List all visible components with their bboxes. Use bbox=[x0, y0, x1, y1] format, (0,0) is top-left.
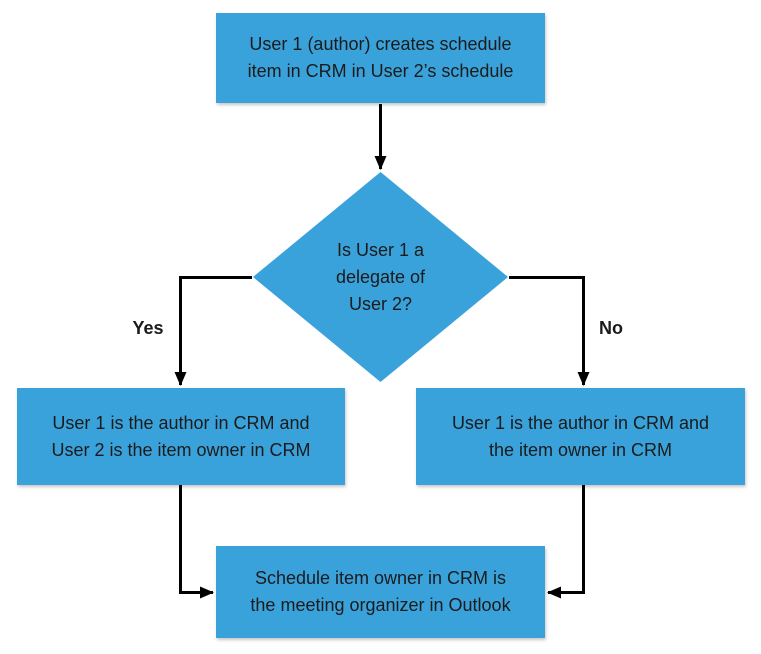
arrow-yes-branch-to-end bbox=[179, 485, 214, 599]
edge-label-no: No bbox=[599, 318, 623, 338]
arrow-no-branch-to-end bbox=[547, 485, 585, 599]
decision-diamond-shape bbox=[253, 172, 508, 382]
node-start: User 1 (author) creates schedule item in… bbox=[216, 13, 545, 103]
arrow-decision-to-no-branch bbox=[509, 276, 590, 386]
node-end: Schedule item owner in CRM is the meetin… bbox=[216, 546, 545, 638]
node-no-branch: User 1 is the author in CRM and the item… bbox=[416, 388, 745, 485]
node-yes-branch: User 1 is the author in CRM and User 2 i… bbox=[17, 388, 345, 485]
arrow-decision-to-yes-branch bbox=[174, 276, 252, 386]
edge-label-yes: Yes bbox=[132, 318, 164, 338]
node-decision-label: Is User 1 a delegate of User 2? bbox=[335, 239, 426, 314]
